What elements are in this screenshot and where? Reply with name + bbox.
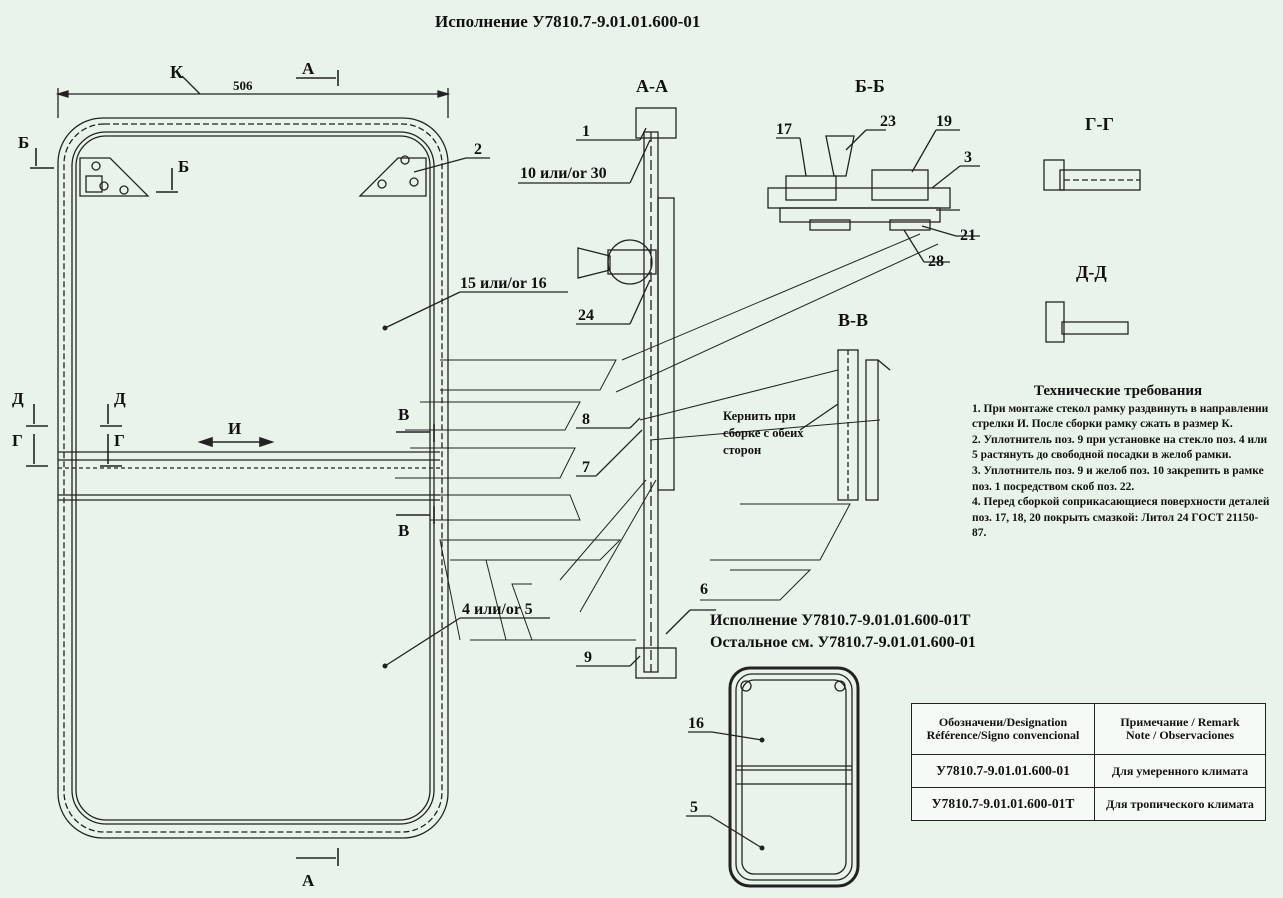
drawing-title: Исполнение У7810.7-9.01.01.600-01 xyxy=(435,12,701,31)
callout-2: 2 xyxy=(474,141,482,158)
callout-28: 28 xyxy=(928,253,944,270)
section-title-dd: Д-Д xyxy=(1076,262,1107,282)
dimension-k-value: 506 xyxy=(233,78,253,93)
callout-16: 16 xyxy=(688,715,704,732)
table-row: У7810.7-9.01.01.600-01 Для умеренного кл… xyxy=(911,754,1266,788)
callout-5: 5 xyxy=(690,799,698,816)
dimension-k-label: К xyxy=(170,62,183,82)
technical-requirements: Технические требования 1. При монтаже ст… xyxy=(972,383,1272,542)
punch-note: Кернить при сборке с обеих сторон xyxy=(723,409,804,457)
marker-i: И xyxy=(228,419,241,438)
header-remark: Примечание / Remark Note / Observaciones xyxy=(1094,703,1266,755)
marker-b-left: Б xyxy=(18,133,29,152)
header-designation: Обозначени/Designation Référence/Signo c… xyxy=(911,703,1095,755)
callout-23: 23 xyxy=(880,113,896,130)
designation-cell: У7810.7-9.01.01.600-01 xyxy=(911,754,1095,788)
marker-a-bottom: А xyxy=(302,871,315,890)
requirement-item: 2. Уплотнитель поз. 9 при установке на с… xyxy=(972,433,1268,462)
marker-d-left: Д xyxy=(12,389,24,408)
marker-v-bottom: В xyxy=(398,521,409,540)
section-title-gg: Г-Г xyxy=(1085,114,1114,134)
designation-cell: У7810.7-9.01.01.600-01Т xyxy=(911,787,1095,821)
callout-9: 9 xyxy=(584,649,592,666)
callout-1: 1 xyxy=(582,123,590,140)
section-title-vv: В-В xyxy=(838,310,868,330)
section-vv-detail xyxy=(799,349,891,501)
callout-7: 7 xyxy=(582,459,590,476)
callout-3: 3 xyxy=(964,149,972,166)
callout-24: 24 xyxy=(578,307,594,324)
window-frame-main xyxy=(57,117,449,839)
table-header-row: Обозначени/Designation Référence/Signo c… xyxy=(911,703,1266,755)
marker-b-right: Б xyxy=(178,157,189,176)
table-row: У7810.7-9.01.01.600-01Т Для тропического… xyxy=(911,787,1266,821)
marker-d-right: Д xyxy=(114,389,126,408)
header-designation-line-1: Обозначени/Designation xyxy=(938,715,1068,729)
leader-lines xyxy=(384,157,568,667)
requirement-item: 3. Уплотнитель поз. 9 и желоб поз. 10 за… xyxy=(972,464,1264,493)
corner-bracket-right xyxy=(358,155,427,197)
variant-line-1: Исполнение У7810.7-9.01.01.600-01Т xyxy=(710,612,971,629)
variant-line-2: Остальное см. У7810.7-9.01.01.600-01 xyxy=(710,634,976,651)
callout-8: 8 xyxy=(582,411,590,428)
variant-heading: Исполнение У7810.7-9.01.01.600-01Т Остал… xyxy=(710,610,976,654)
projection-lines xyxy=(395,233,939,641)
dimension-k xyxy=(55,75,451,118)
callout-19: 19 xyxy=(936,113,952,130)
callout-4-5: 4 или/or 5 xyxy=(462,601,533,618)
section-title-aa: А-А xyxy=(636,76,668,96)
section-bb-detail xyxy=(767,129,980,263)
header-remark-line-1: Примечание / Remark xyxy=(1120,715,1240,729)
designation-table: Обозначени/Designation Référence/Signo c… xyxy=(911,703,1266,821)
header-remark-line-2: Note / Observaciones xyxy=(1126,728,1234,742)
remark-cell: Для тропического климата xyxy=(1094,787,1266,821)
section-arrows xyxy=(26,70,435,866)
requirements-heading: Технические требования xyxy=(1033,383,1203,399)
section-dd-detail xyxy=(1045,301,1129,343)
callout-15-16: 15 или/or 16 xyxy=(460,275,547,292)
requirement-item: 1. При монтаже стекол рамку раздвинуть в… xyxy=(972,402,1269,431)
requirement-item: 4. Перед сборкой соприкасающиеся поверхн… xyxy=(972,496,1270,540)
marker-g-left: Г xyxy=(12,431,23,450)
callout-10-30: 10 или/or 30 xyxy=(520,165,607,182)
callout-21: 21 xyxy=(960,227,976,244)
section-gg-detail xyxy=(1043,159,1141,191)
marker-g-right: Г xyxy=(114,431,125,450)
callout-17: 17 xyxy=(776,121,792,138)
marker-a-top: А xyxy=(302,59,315,78)
callout-6: 6 xyxy=(700,581,708,598)
marker-v-top: В xyxy=(398,405,409,424)
header-designation-line-2: Référence/Signo convencional xyxy=(926,728,1080,742)
remark-cell: Для умеренного климата xyxy=(1094,754,1266,788)
pointer-dots xyxy=(382,325,765,851)
corner-bracket-left xyxy=(79,157,150,197)
section-aa-profile xyxy=(518,107,716,679)
window-frame-small xyxy=(686,666,860,888)
section-title-bb: Б-Б xyxy=(855,76,885,96)
